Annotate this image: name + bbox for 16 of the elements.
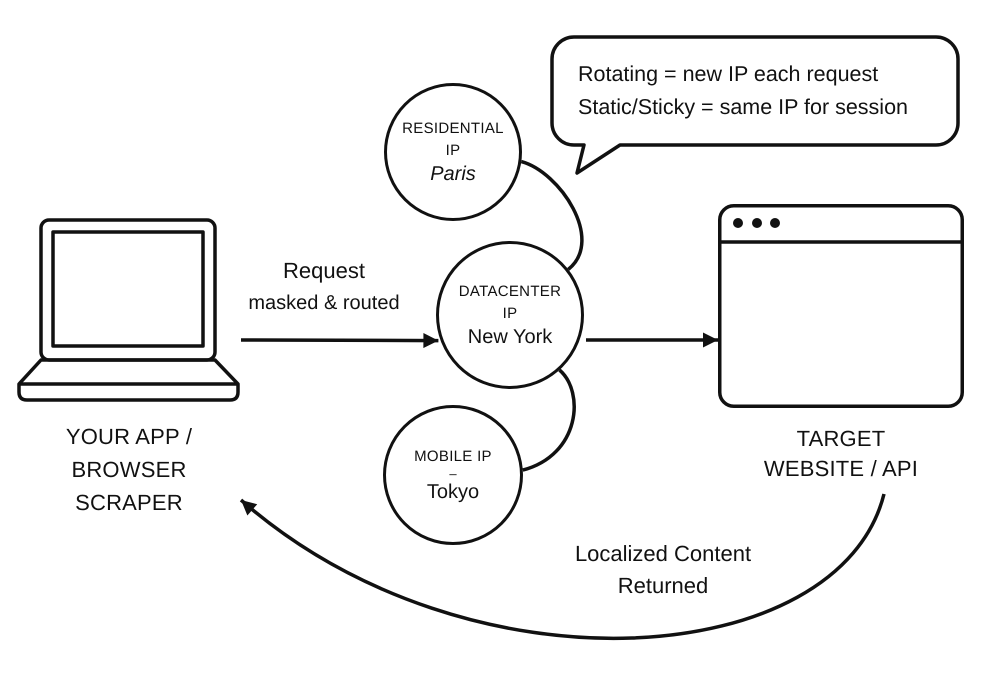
node-label: YOUR APP / BROWSER SCRAPER bbox=[64, 423, 194, 517]
node-label: TARGET WEBSITE / API bbox=[762, 425, 920, 483]
node-title: RESIDENTIAL IP bbox=[401, 119, 505, 161]
arrow bbox=[586, 332, 718, 348]
location-label: Tokyo bbox=[426, 480, 480, 504]
node-title: MOBILE IP bbox=[414, 447, 492, 467]
separator-dash: – bbox=[449, 468, 457, 480]
connector-line bbox=[522, 368, 576, 472]
bubble-text: Rotating = new IP each request bbox=[578, 61, 878, 88]
node-title: DATACENTER IP bbox=[458, 282, 562, 324]
arrow bbox=[240, 493, 886, 640]
connector-line bbox=[520, 160, 584, 271]
location-label: New York bbox=[468, 325, 552, 349]
bubble-text: Static/Sticky = same IP for session bbox=[578, 94, 908, 121]
arrow bbox=[241, 333, 438, 348]
location-label: Paris bbox=[430, 162, 476, 186]
